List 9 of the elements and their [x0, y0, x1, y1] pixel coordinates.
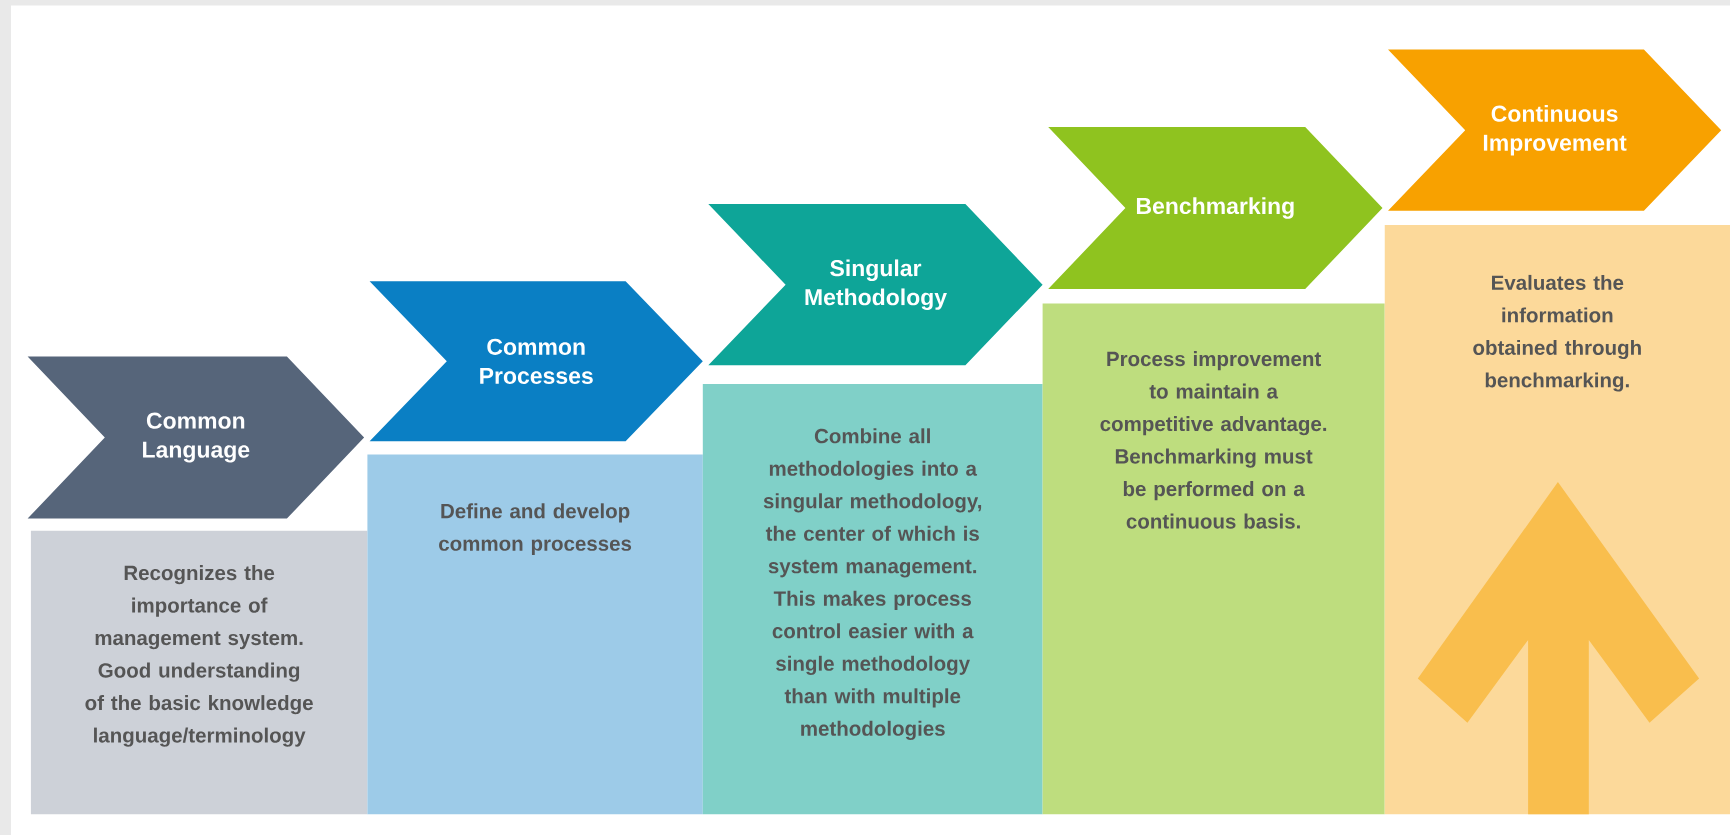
step-banner: Benchmarking: [1048, 126, 1383, 290]
text-panel: Process improvement to maintain a competitive advantage. Benchmarking must be performed on a continuous basis.: [1042, 303, 1385, 815]
step-banner: Common Language: [27, 356, 365, 519]
step-banner: Continuous Improvement: [1388, 49, 1722, 211]
text-panel: Define and develop common processes: [367, 454, 703, 815]
step-banner: Singular Methodology: [708, 204, 1043, 366]
step-banner: Common Processes: [369, 281, 703, 442]
text-panel: Recognizes the importance of management system. Good understanding of the basic knowledge language/terminology: [30, 530, 368, 815]
text-panel: Combine all methodologies into a singular methodology, the center of which is system management. This makes process control easier with a single methodology than with multiple methodologies: [702, 384, 1043, 815]
